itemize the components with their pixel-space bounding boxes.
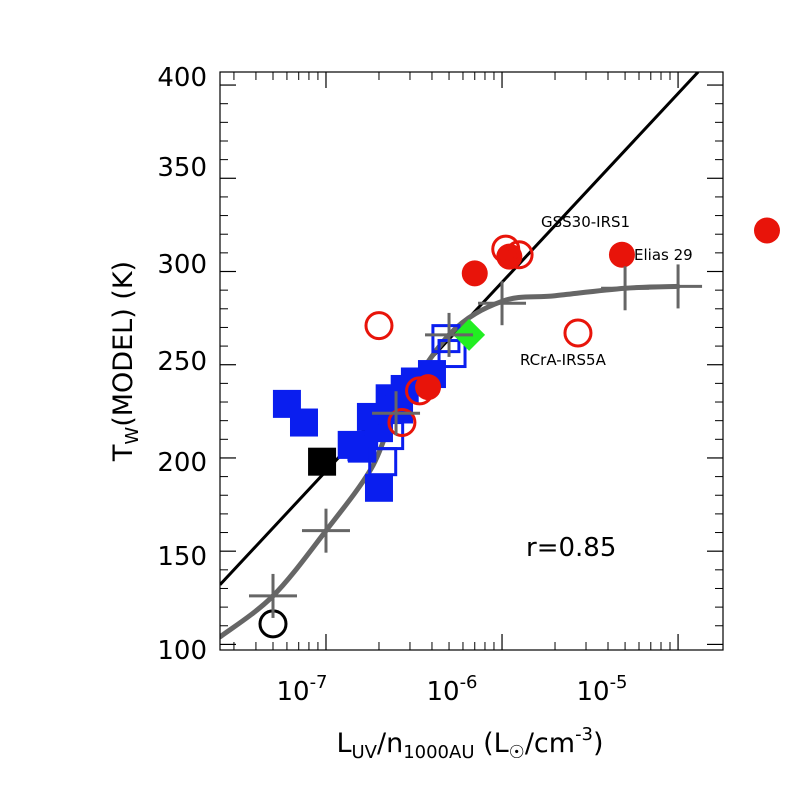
y-tick-label: 300 [157,250,207,280]
x-tick-label: 10-5 [576,672,627,707]
y-tick-label: 400 [157,63,207,93]
elias29-label: Elias 29 [634,246,693,264]
correlation-label: r=0.85 [526,533,616,563]
gss30-label: GSS30-IRS1 [541,213,630,231]
plot-frame [219,71,724,651]
y-tick-label: 350 [157,153,207,183]
data-point-open-circle [504,240,534,270]
y-tick-label: 200 [157,448,207,478]
data-point-filled-circle [608,241,635,268]
data-point-open-circle [563,318,593,348]
x-tick-label: 10-7 [276,672,327,707]
data-point-filled-square [364,473,393,502]
plot-area [220,72,723,650]
data-point-open-square [437,339,467,369]
x-tick-label: 10-6 [426,672,477,707]
data-point-filled-square [308,447,337,476]
y-axis-label: TW(MODEL) (K) [108,261,143,462]
data-point-open-circle [387,408,417,438]
data-point-open-square [347,432,377,462]
data-point-open-circle [405,376,435,406]
x-tick-labels: 10-7 10-6 10-5 [276,672,627,707]
ticks-layer [220,72,723,650]
y-tick-label: 100 [157,636,207,666]
data-point-filled-circle [753,217,780,244]
data-point-filled-circle [415,374,442,401]
data-point-filled-square [289,408,318,437]
y-tick-label: 150 [157,542,207,572]
data-point-open-circle [364,311,394,341]
x-axis-label: LUV/n1000AU (L☉/cm-3) [336,724,603,763]
rcra-label: RCrA-IRS5A [520,351,607,369]
y-tick-label: 250 [157,347,207,377]
points-layer [248,217,780,639]
data-point-filled-circle [461,260,488,287]
y-tick-labels: 100 150 200 250 300 350 400 [157,63,207,666]
data-point-open-circle [491,234,521,264]
